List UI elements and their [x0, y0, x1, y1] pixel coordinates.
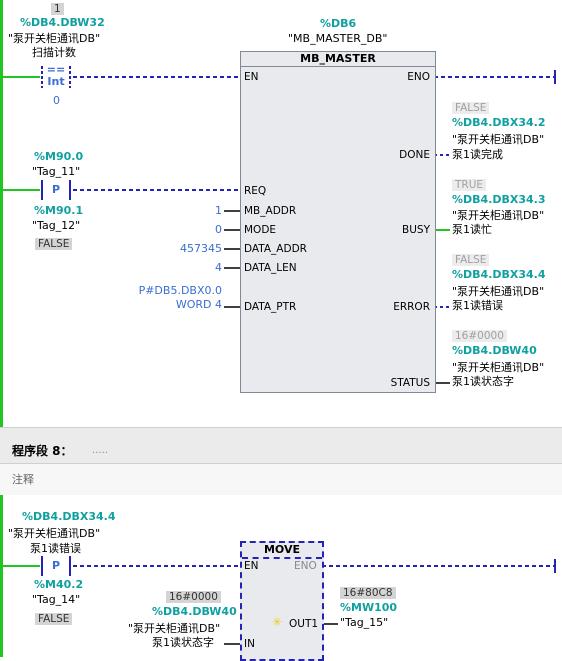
- pin-en: EN: [244, 71, 259, 83]
- move-pin-in: IN: [244, 638, 255, 650]
- pin-eno: ENO: [407, 71, 430, 83]
- done-tag: 泵1读完成: [452, 148, 503, 161]
- req-tag: "Tag_11": [32, 165, 81, 178]
- move-in-value: 16#0000: [166, 591, 221, 603]
- instance-db-address[interactable]: %DB6: [320, 17, 357, 30]
- mb-master-title: MB_MASTER: [241, 52, 435, 67]
- compare-address[interactable]: %DB4.DBW32: [20, 16, 105, 29]
- req-p-contact[interactable]: P: [52, 183, 61, 196]
- move-in-address[interactable]: %DB4.DBW40: [152, 605, 237, 618]
- req-edge-address[interactable]: %M90.1: [34, 204, 84, 217]
- input-mode[interactable]: 0: [215, 223, 222, 236]
- segment-8-comment[interactable]: 注释: [0, 463, 562, 495]
- move-block[interactable]: MOVE: [240, 541, 324, 661]
- done-address[interactable]: %DB4.DBX34.2: [452, 116, 546, 129]
- compare-operator: ==: [46, 63, 66, 76]
- move-out-address[interactable]: %MW100: [340, 601, 398, 614]
- input-data-addr[interactable]: 457345: [180, 242, 222, 255]
- input-data-ptr-1[interactable]: P#DB5.DBX0.0: [138, 284, 222, 297]
- input-data-ptr-2[interactable]: WORD 4: [175, 298, 222, 311]
- segment-8-header[interactable]: 程序段 8： .....: [0, 427, 562, 464]
- busy-tag: 泵1读忙: [452, 223, 492, 236]
- compare-value: 1: [51, 3, 64, 15]
- pin-mode: MODE: [244, 224, 277, 236]
- input-mb-addr[interactable]: 1: [215, 204, 222, 217]
- pin-data-len: DATA_LEN: [244, 262, 297, 274]
- comment-label: 注释: [12, 473, 34, 486]
- move-in-db: "泵开关柜通讯DB": [128, 622, 221, 635]
- seg8-p-contact[interactable]: P: [52, 559, 61, 572]
- pin-req: REQ: [244, 185, 267, 197]
- move-in-tag: 泵1读状态字: [152, 636, 214, 649]
- move-out-value: 16#80C8: [340, 587, 396, 599]
- seg8-edge-value: FALSE: [35, 613, 73, 625]
- seg8-edge-address[interactable]: %M40.2: [34, 578, 84, 591]
- busy-address[interactable]: %DB4.DBX34.3: [452, 193, 546, 206]
- busy-db: "泵开关柜通讯DB": [452, 209, 545, 222]
- status-value: 16#0000: [452, 330, 507, 342]
- error-db: "泵开关柜通讯DB": [452, 285, 545, 298]
- segment-8-title: 程序段 8：: [12, 444, 73, 458]
- segment-8-placeholder: .....: [92, 445, 108, 456]
- move-pin-eno: ENO: [294, 560, 317, 572]
- compare-operand2[interactable]: 0: [53, 94, 60, 107]
- move-pin-en: EN: [244, 560, 259, 572]
- error-value: FALSE: [452, 254, 490, 266]
- pin-done: DONE: [399, 149, 430, 161]
- sparkle-icon: ✳: [272, 615, 283, 629]
- move-out-tag: "Tag_15": [340, 616, 389, 629]
- req-address[interactable]: %M90.0: [34, 150, 84, 163]
- pin-data-ptr: DATA_PTR: [244, 301, 297, 313]
- seg8-contact-db: "泵开关柜通讯DB": [8, 527, 101, 540]
- pin-mb-addr: MB_ADDR: [244, 205, 297, 217]
- error-tag: 泵1读错误: [452, 299, 503, 312]
- compare-db: "泵开关柜通讯DB": [8, 32, 101, 45]
- compare-contact[interactable]: == Int: [44, 64, 68, 88]
- instance-db-name: "MB_MASTER_DB": [288, 32, 388, 45]
- req-edge-tag: "Tag_12": [32, 219, 81, 232]
- mb-master-block[interactable]: MB_MASTER: [240, 51, 436, 393]
- seg8-contact-tag: 泵1读错误: [30, 542, 81, 555]
- input-data-len[interactable]: 4: [215, 261, 222, 274]
- pin-status: STATUS: [390, 377, 430, 389]
- req-edge-value: FALSE: [35, 238, 73, 250]
- compare-type: Int: [47, 75, 65, 88]
- status-db: "泵开关柜通讯DB": [452, 361, 545, 374]
- done-db: "泵开关柜通讯DB": [452, 133, 545, 146]
- move-title: MOVE: [242, 543, 322, 559]
- pin-busy: BUSY: [402, 224, 430, 236]
- compare-tag: 扫描计数: [32, 46, 76, 59]
- status-address[interactable]: %DB4.DBW40: [452, 344, 537, 357]
- done-value: FALSE: [452, 102, 490, 114]
- move-pin-out: OUT1: [289, 618, 319, 630]
- error-address[interactable]: %DB4.DBX34.4: [452, 268, 546, 281]
- seg8-contact-address[interactable]: %DB4.DBX34.4: [22, 510, 116, 523]
- status-tag: 泵1读状态字: [452, 375, 514, 388]
- pin-error: ERROR: [393, 301, 430, 313]
- power-rail-bottom: [0, 494, 3, 657]
- power-rail-top: [0, 0, 3, 427]
- pin-data-addr: DATA_ADDR: [244, 243, 307, 255]
- seg8-edge-tag: "Tag_14": [32, 593, 81, 606]
- busy-value: TRUE: [452, 179, 487, 191]
